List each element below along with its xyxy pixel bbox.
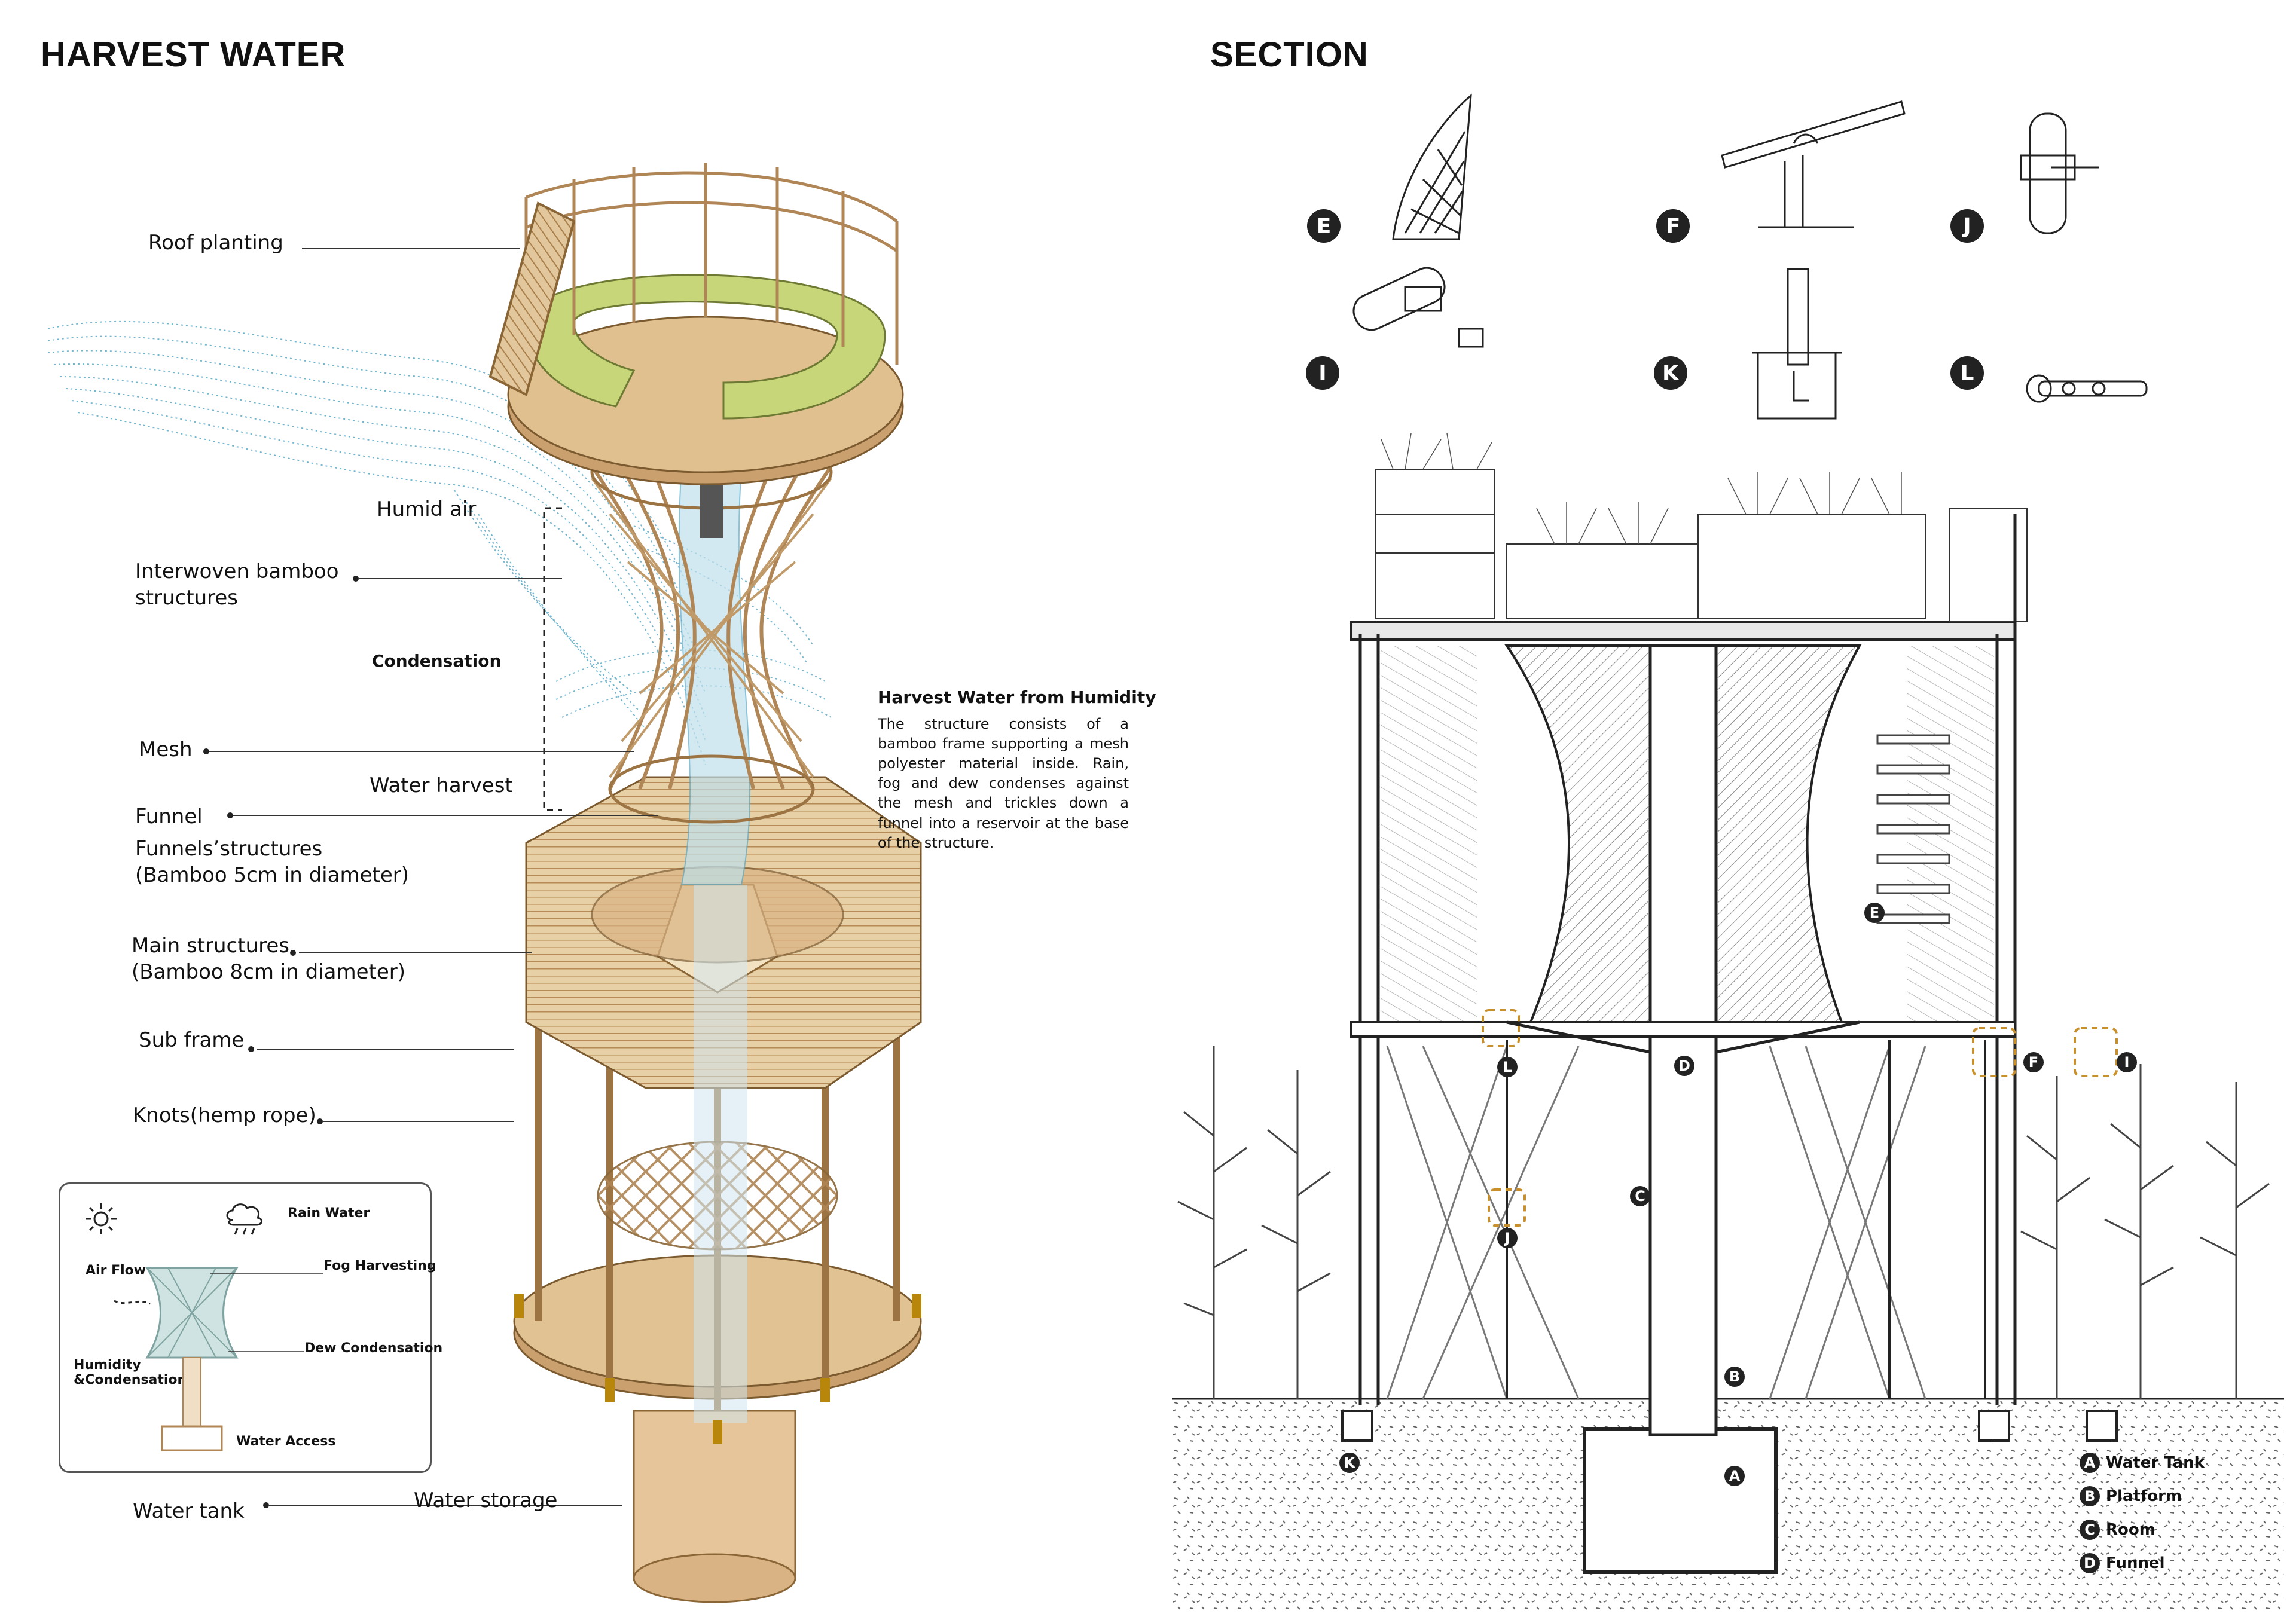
- inset-access-label: Water Access: [236, 1434, 336, 1449]
- label-mesh: Mesh: [139, 738, 193, 762]
- tower-illustration: [47, 163, 922, 1603]
- detail-label-l: L: [1950, 356, 1984, 390]
- label-water-storage: Water storage: [414, 1488, 558, 1512]
- label-main-line1: Main structures: [132, 934, 289, 958]
- label-roof-planting: Roof planting: [148, 231, 283, 255]
- callout-f: F: [2023, 1052, 2044, 1072]
- rain-cloud-icon: [226, 1203, 262, 1235]
- detail-label-j: J: [1950, 209, 1984, 243]
- inset-tower: [114, 1267, 323, 1451]
- label-funnels-structures: Funnels’structures (Bamboo 5cm in diamet…: [135, 836, 409, 888]
- label-knots: Knots(hemp rope): [133, 1104, 316, 1127]
- label-bamboo-line2: structures: [135, 586, 239, 610]
- legend-item-a: A Water Tank: [2080, 1453, 2205, 1473]
- legend-item-b: B Platform: [2080, 1486, 2205, 1506]
- label-funnels-line1: Funnels’structures: [135, 837, 323, 861]
- inset-humidity-line2: &Condensation: [74, 1373, 187, 1387]
- legend-label-d: Funnel: [2106, 1554, 2165, 1572]
- label-condensation: Condensation: [372, 651, 502, 671]
- legend-label-a: Water Tank: [2106, 1454, 2205, 1472]
- sun-icon: [86, 1203, 117, 1234]
- callout-e: E: [1864, 903, 1885, 923]
- label-funnels-line2: (Bamboo 5cm in diameter): [135, 863, 409, 888]
- legend-key-c: C: [2080, 1520, 2100, 1540]
- callout-d: D: [1674, 1056, 1694, 1076]
- detail-label-i: I: [1306, 356, 1339, 390]
- detail-label-f: F: [1656, 209, 1690, 243]
- section-legend: A Water Tank B Platform C Room D Funnel: [2080, 1453, 2205, 1573]
- legend-key-a: A: [2080, 1453, 2100, 1473]
- callout-i: I: [2117, 1052, 2137, 1072]
- label-main-structures: Main structures (Bamboo 8cm in diameter): [132, 933, 405, 985]
- callout-a: A: [1724, 1466, 1745, 1486]
- section-drawing: [1172, 433, 2284, 1614]
- water-storage-cylinder: [633, 1410, 796, 1603]
- detail-label-k: K: [1654, 356, 1687, 390]
- legend-item-c: C Room: [2080, 1520, 2205, 1540]
- description-body: The structure consists of a bamboo frame…: [878, 716, 1129, 851]
- label-water-tank: Water tank: [133, 1499, 245, 1523]
- inset-rain-label: Rain Water: [288, 1206, 370, 1221]
- inset-humidity-line1: Humidity: [74, 1358, 141, 1373]
- right-page-title: SECTION: [1210, 35, 1369, 74]
- label-bamboo-structures: Interwoven bamboo structures: [135, 558, 339, 611]
- inset-airflow-label: Air Flow: [86, 1263, 146, 1278]
- legend-label-c: Room: [2106, 1521, 2155, 1539]
- inset-diagram: Rain Water Air Flow Fog Harvesting Dew C…: [59, 1182, 442, 1473]
- label-humid-air: Humid air: [377, 497, 477, 521]
- inset-humidity-label: Humidity &Condensation: [74, 1358, 187, 1387]
- description-title: Harvest Water from Humidity: [878, 687, 1156, 707]
- left-page-title: HARVEST WATER: [41, 35, 346, 74]
- detail-drawings: [1352, 93, 2148, 420]
- callout-b: B: [1724, 1367, 1745, 1387]
- legend-key-b: B: [2080, 1486, 2100, 1506]
- label-bamboo-line1: Interwoven bamboo: [135, 560, 339, 583]
- callout-j: J: [1497, 1228, 1518, 1248]
- callout-l: L: [1497, 1057, 1518, 1077]
- label-funnel: Funnel: [135, 805, 203, 829]
- callout-k: K: [1339, 1453, 1360, 1473]
- detail-label-e: E: [1307, 209, 1341, 243]
- legend-item-d: D Funnel: [2080, 1553, 2205, 1573]
- label-sub-frame: Sub frame: [139, 1028, 245, 1052]
- inset-dew-label: Dew Condensation: [304, 1341, 443, 1356]
- label-main-line2: (Bamboo 8cm in diameter): [132, 960, 405, 985]
- inset-fog-label: Fog Harvesting: [323, 1258, 436, 1273]
- legend-label-b: Platform: [2106, 1487, 2182, 1505]
- callout-c: C: [1630, 1186, 1650, 1206]
- label-water-harvest: Water harvest: [370, 774, 513, 797]
- legend-key-d: D: [2080, 1553, 2100, 1573]
- description-block: Harvest Water from Humidity The structur…: [878, 687, 1156, 853]
